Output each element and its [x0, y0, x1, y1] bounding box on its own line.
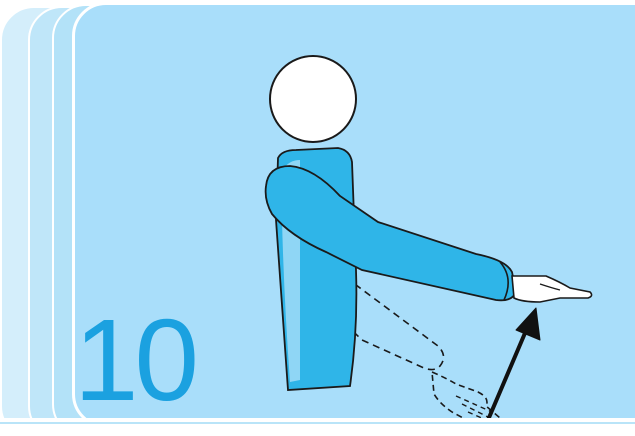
arrow-up-right-icon: [488, 326, 528, 420]
arrow-head: [516, 308, 540, 340]
step-number: 10: [74, 302, 195, 418]
bottom-divider: [0, 422, 635, 424]
figure-head: [270, 56, 356, 142]
bottom-strip: [0, 418, 635, 436]
hand-extended: [512, 276, 592, 302]
